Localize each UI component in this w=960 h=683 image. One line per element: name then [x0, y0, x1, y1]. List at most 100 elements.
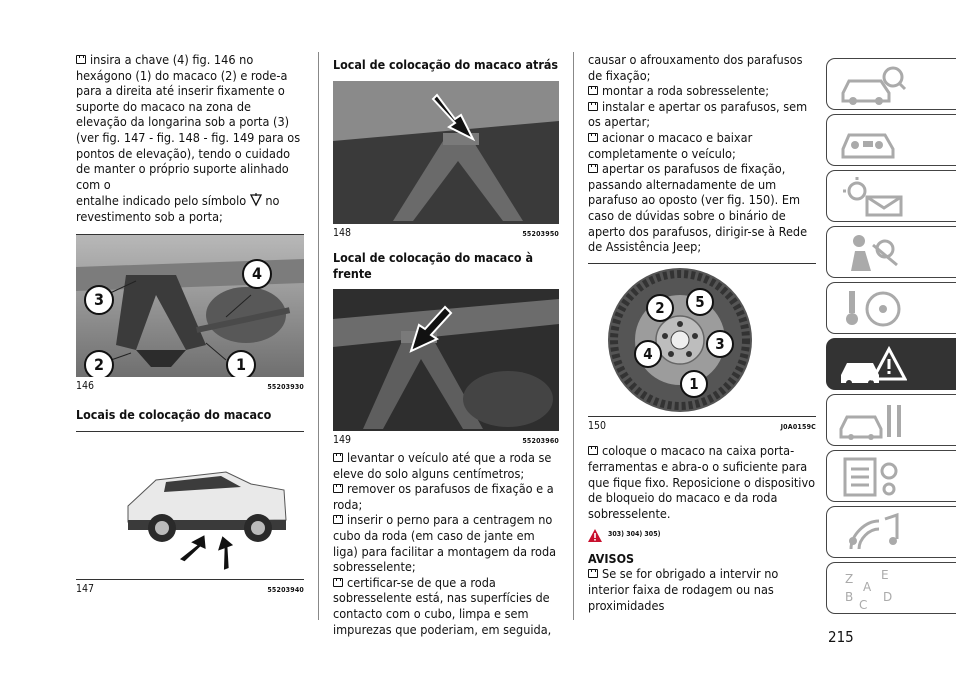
warning-triangle-icon: [588, 528, 602, 542]
list-item: apertar os parafusos de fixação, passand…: [588, 161, 808, 255]
emergency-car-icon: [841, 345, 907, 386]
checkbox-bullet-icon: [588, 132, 598, 142]
list-item: levantar o veículo até que a roda se ele…: [333, 449, 552, 481]
figure-150: 2 5 3 4 1 150 J0A0159C: [588, 262, 816, 436]
figure-top-rule: [588, 262, 816, 264]
figure-146-image: 3 4 2 1: [76, 234, 304, 377]
starting-driving-icon: [846, 291, 901, 327]
warning-light-message-icon: [843, 177, 903, 217]
figure-150-caption: 150 J0A0159C: [588, 419, 816, 436]
checkbox-bullet-icon: [588, 569, 598, 579]
technical-data-icon: [843, 457, 898, 497]
tab-car-dashboard[interactable]: [826, 114, 956, 166]
checkbox-bullet-icon: [333, 577, 343, 587]
callout-5: 5: [686, 287, 714, 316]
tab-car-info[interactable]: [826, 58, 956, 110]
figure-code: 55203940: [267, 585, 304, 594]
figure-146-caption: 146 55203930: [76, 379, 304, 396]
figure-150-image: 2 5 3 4 1: [588, 264, 816, 416]
bullet-list: levantar o veículo até que a roda se ele…: [333, 450, 559, 637]
callout-4: 4: [634, 339, 662, 368]
column-separator: [573, 52, 574, 620]
figure-149-image: [333, 289, 559, 432]
section-heading-front-jack: Local de colocação do macaco à frente: [333, 250, 533, 281]
figure-number: 146: [76, 379, 95, 392]
figure-top-rule: [76, 430, 304, 432]
figure-code: 55203960: [522, 437, 559, 446]
svg-text:C: C: [859, 598, 867, 611]
section-heading-jack-locations: Locais de colocação do macaco: [76, 407, 272, 423]
callout-1: 1: [680, 369, 708, 398]
checkbox-bullet-icon: [76, 55, 86, 64]
svg-text:B: B: [845, 590, 853, 604]
notch-triangle-icon: [249, 193, 262, 207]
column-1: insira a chave (4) fig. 146 no hexágono …: [76, 52, 304, 598]
figure-bottom-rule: [588, 415, 816, 417]
figure-149-caption: 149 55203960: [333, 433, 559, 450]
callout-1: 1: [226, 349, 256, 377]
tab-warning-lights[interactable]: [826, 170, 956, 222]
checkbox-bullet-icon: [333, 484, 343, 494]
figure-147: 147 55203940: [76, 430, 304, 599]
figure-code: 55203950: [522, 229, 559, 238]
column-3: causar o afrouxamento dos parafusos de f…: [588, 52, 816, 613]
list-item: montar a roda sobresselente;: [588, 83, 816, 99]
car-info-icon: [841, 66, 907, 105]
list-item: inserir o perno para a centragem no cubo…: [333, 512, 557, 575]
checkbox-bullet-icon: [588, 164, 598, 174]
column-separator: [318, 52, 319, 620]
figure-148-image: [333, 80, 559, 224]
tab-emergency[interactable]: [826, 338, 956, 390]
car-dashboard-icon: [841, 133, 895, 159]
paragraph-jack-notch: entalhe indicado pelo símbolo no revesti…: [76, 193, 280, 224]
list-item: remover os parafusos de fixação e a roda…: [333, 481, 554, 512]
checkbox-bullet-icon: [333, 452, 343, 462]
section-heading-rear-jack: Local de colocação do macaco atrás: [333, 57, 558, 72]
svg-text:A: A: [863, 580, 872, 594]
checkbox-bullet-icon: [588, 101, 598, 111]
figure-146: 3 4 2 1 146 55203930: [76, 233, 304, 396]
checkbox-bullet-icon: [588, 446, 598, 456]
svg-text:Z: Z: [845, 572, 853, 586]
callout-3: 3: [84, 284, 114, 315]
figure-bottom-rule: [76, 578, 304, 580]
warning-refs-text: 303) 304) 305): [608, 530, 661, 539]
tab-safety[interactable]: [826, 226, 956, 278]
tab-technical-data[interactable]: [826, 450, 956, 502]
callout-2: 2: [646, 293, 674, 322]
list-item: Se se for obrigado a intervir no interio…: [588, 566, 779, 613]
tab-starting-driving[interactable]: [826, 282, 956, 334]
avisos-heading: AVISOS: [588, 550, 635, 566]
figure-149: 149 55203960: [333, 289, 559, 450]
page-number: 215: [828, 628, 854, 646]
list-item: instalar e apertar os parafusos, sem os …: [588, 98, 808, 130]
multimedia-icon: [849, 512, 899, 550]
maintenance-tools-icon: [839, 405, 901, 440]
figure-code: J0A0159C: [780, 422, 816, 431]
svg-text:E: E: [881, 568, 889, 582]
figure-number: 147: [76, 582, 95, 595]
list-item: acionar o macaco e baixar completamente …: [588, 129, 753, 161]
figure-number: 148: [333, 226, 352, 239]
figure-number: 149: [333, 434, 352, 447]
figure-148-caption: 148 55203950: [333, 226, 559, 243]
tab-maintenance[interactable]: [826, 394, 956, 446]
checkbox-bullet-icon: [333, 515, 343, 525]
callout-3: 3: [706, 329, 734, 358]
index-icon: Z EAB D C: [845, 568, 892, 611]
airbag-safety-icon: [851, 235, 898, 271]
figure-top-rule: [76, 233, 304, 235]
warning-references: 303) 304) 305): [588, 527, 816, 543]
paragraph-continued: causar o afrouxamento dos parafusos de f…: [588, 52, 803, 83]
paragraph-jack-insert: insira a chave (4) fig. 146 no hexágono …: [76, 52, 301, 192]
svg-text:D: D: [883, 590, 892, 604]
figure-147-image: [76, 432, 304, 579]
figure-number: 150: [588, 419, 607, 432]
callout-4: 4: [242, 258, 272, 289]
column-2: Local de colocação do macaco atrás 148 5…: [333, 52, 559, 637]
tab-multimedia[interactable]: [826, 506, 956, 558]
list-item: certificar-se de que a roda sobresselent…: [333, 574, 552, 637]
figure-147-caption: 147 55203940: [76, 582, 304, 599]
callout-2: 2: [84, 349, 114, 377]
